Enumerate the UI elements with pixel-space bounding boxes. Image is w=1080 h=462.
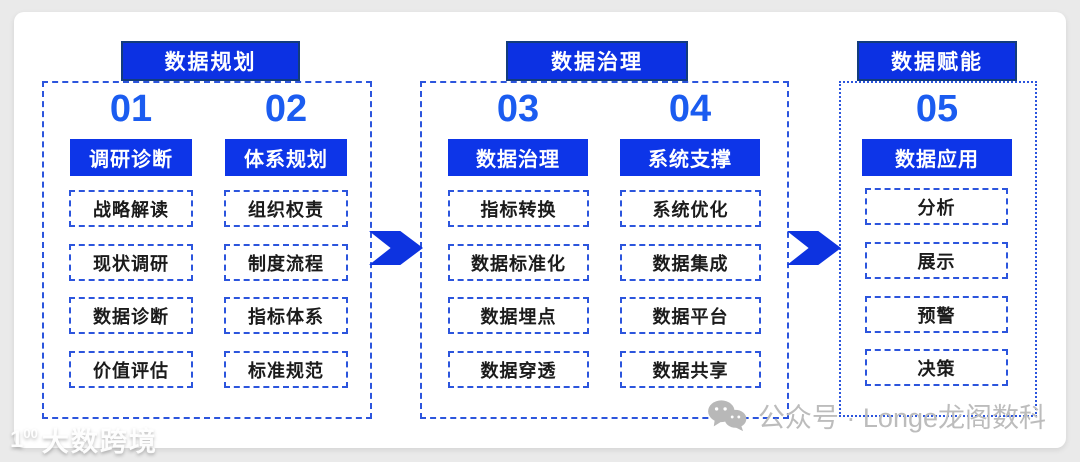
item-data-platform: 数据平台 — [620, 297, 761, 334]
step-number-05: 05 — [915, 88, 959, 130]
section-title-data-planning: 数据规划 — [121, 41, 300, 81]
section-title-data-empowerment: 数据赋能 — [857, 41, 1017, 81]
item-strategy-interpretation: 战略解读 — [69, 190, 193, 227]
wechat-watermark: 公众号 · Longe龙阁数科 — [706, 396, 1046, 435]
section-title-data-governance: 数据治理 — [506, 41, 688, 81]
item-data-standardization: 数据标准化 — [448, 244, 589, 281]
item-indicator-conversion: 指标转换 — [448, 190, 589, 227]
column-header-data-application: 数据应用 — [862, 139, 1012, 176]
dashukuajing-watermark-text: 大数跨境 — [41, 427, 158, 457]
item-analysis: 分析 — [865, 188, 1008, 225]
item-organizational-responsibility: 组织权责 — [224, 190, 348, 227]
column-header-data-governance: 数据治理 — [448, 139, 588, 176]
step-number-01: 01 — [109, 88, 153, 130]
item-early-warning: 预警 — [865, 296, 1008, 333]
item-decision: 决策 — [865, 349, 1008, 386]
step-number-03: 03 — [496, 88, 540, 130]
step-number-04: 04 — [668, 88, 712, 130]
item-standard-specification: 标准规范 — [224, 351, 348, 388]
item-system-optimization: 系统优化 — [620, 190, 761, 227]
item-data-integration: 数据集成 — [620, 244, 761, 281]
item-data-penetration: 数据穿透 — [448, 351, 589, 388]
item-indicator-system: 指标体系 — [224, 297, 348, 334]
item-data-diagnosis: 数据诊断 — [69, 297, 193, 334]
item-current-state-research: 现状调研 — [69, 244, 193, 281]
dashukuajing-logo-icon: 100 — [10, 425, 38, 453]
column-header-system-planning: 体系规划 — [225, 139, 347, 176]
item-value-assessment: 价值评估 — [69, 351, 193, 388]
dashukuajing-watermark: 100 大数跨境 — [10, 420, 158, 459]
item-data-sharing: 数据共享 — [620, 351, 761, 388]
column-header-system-support: 系统支撑 — [620, 139, 760, 176]
item-data-tracking: 数据埋点 — [448, 297, 589, 334]
item-system-process: 制度流程 — [224, 244, 348, 281]
wechat-watermark-text: 公众号 · Longe龙阁数科 — [757, 403, 1046, 433]
column-header-research-diagnosis: 调研诊断 — [70, 139, 192, 176]
wechat-icon — [708, 399, 747, 431]
item-display: 展示 — [865, 242, 1008, 279]
step-number-02: 02 — [264, 88, 308, 130]
